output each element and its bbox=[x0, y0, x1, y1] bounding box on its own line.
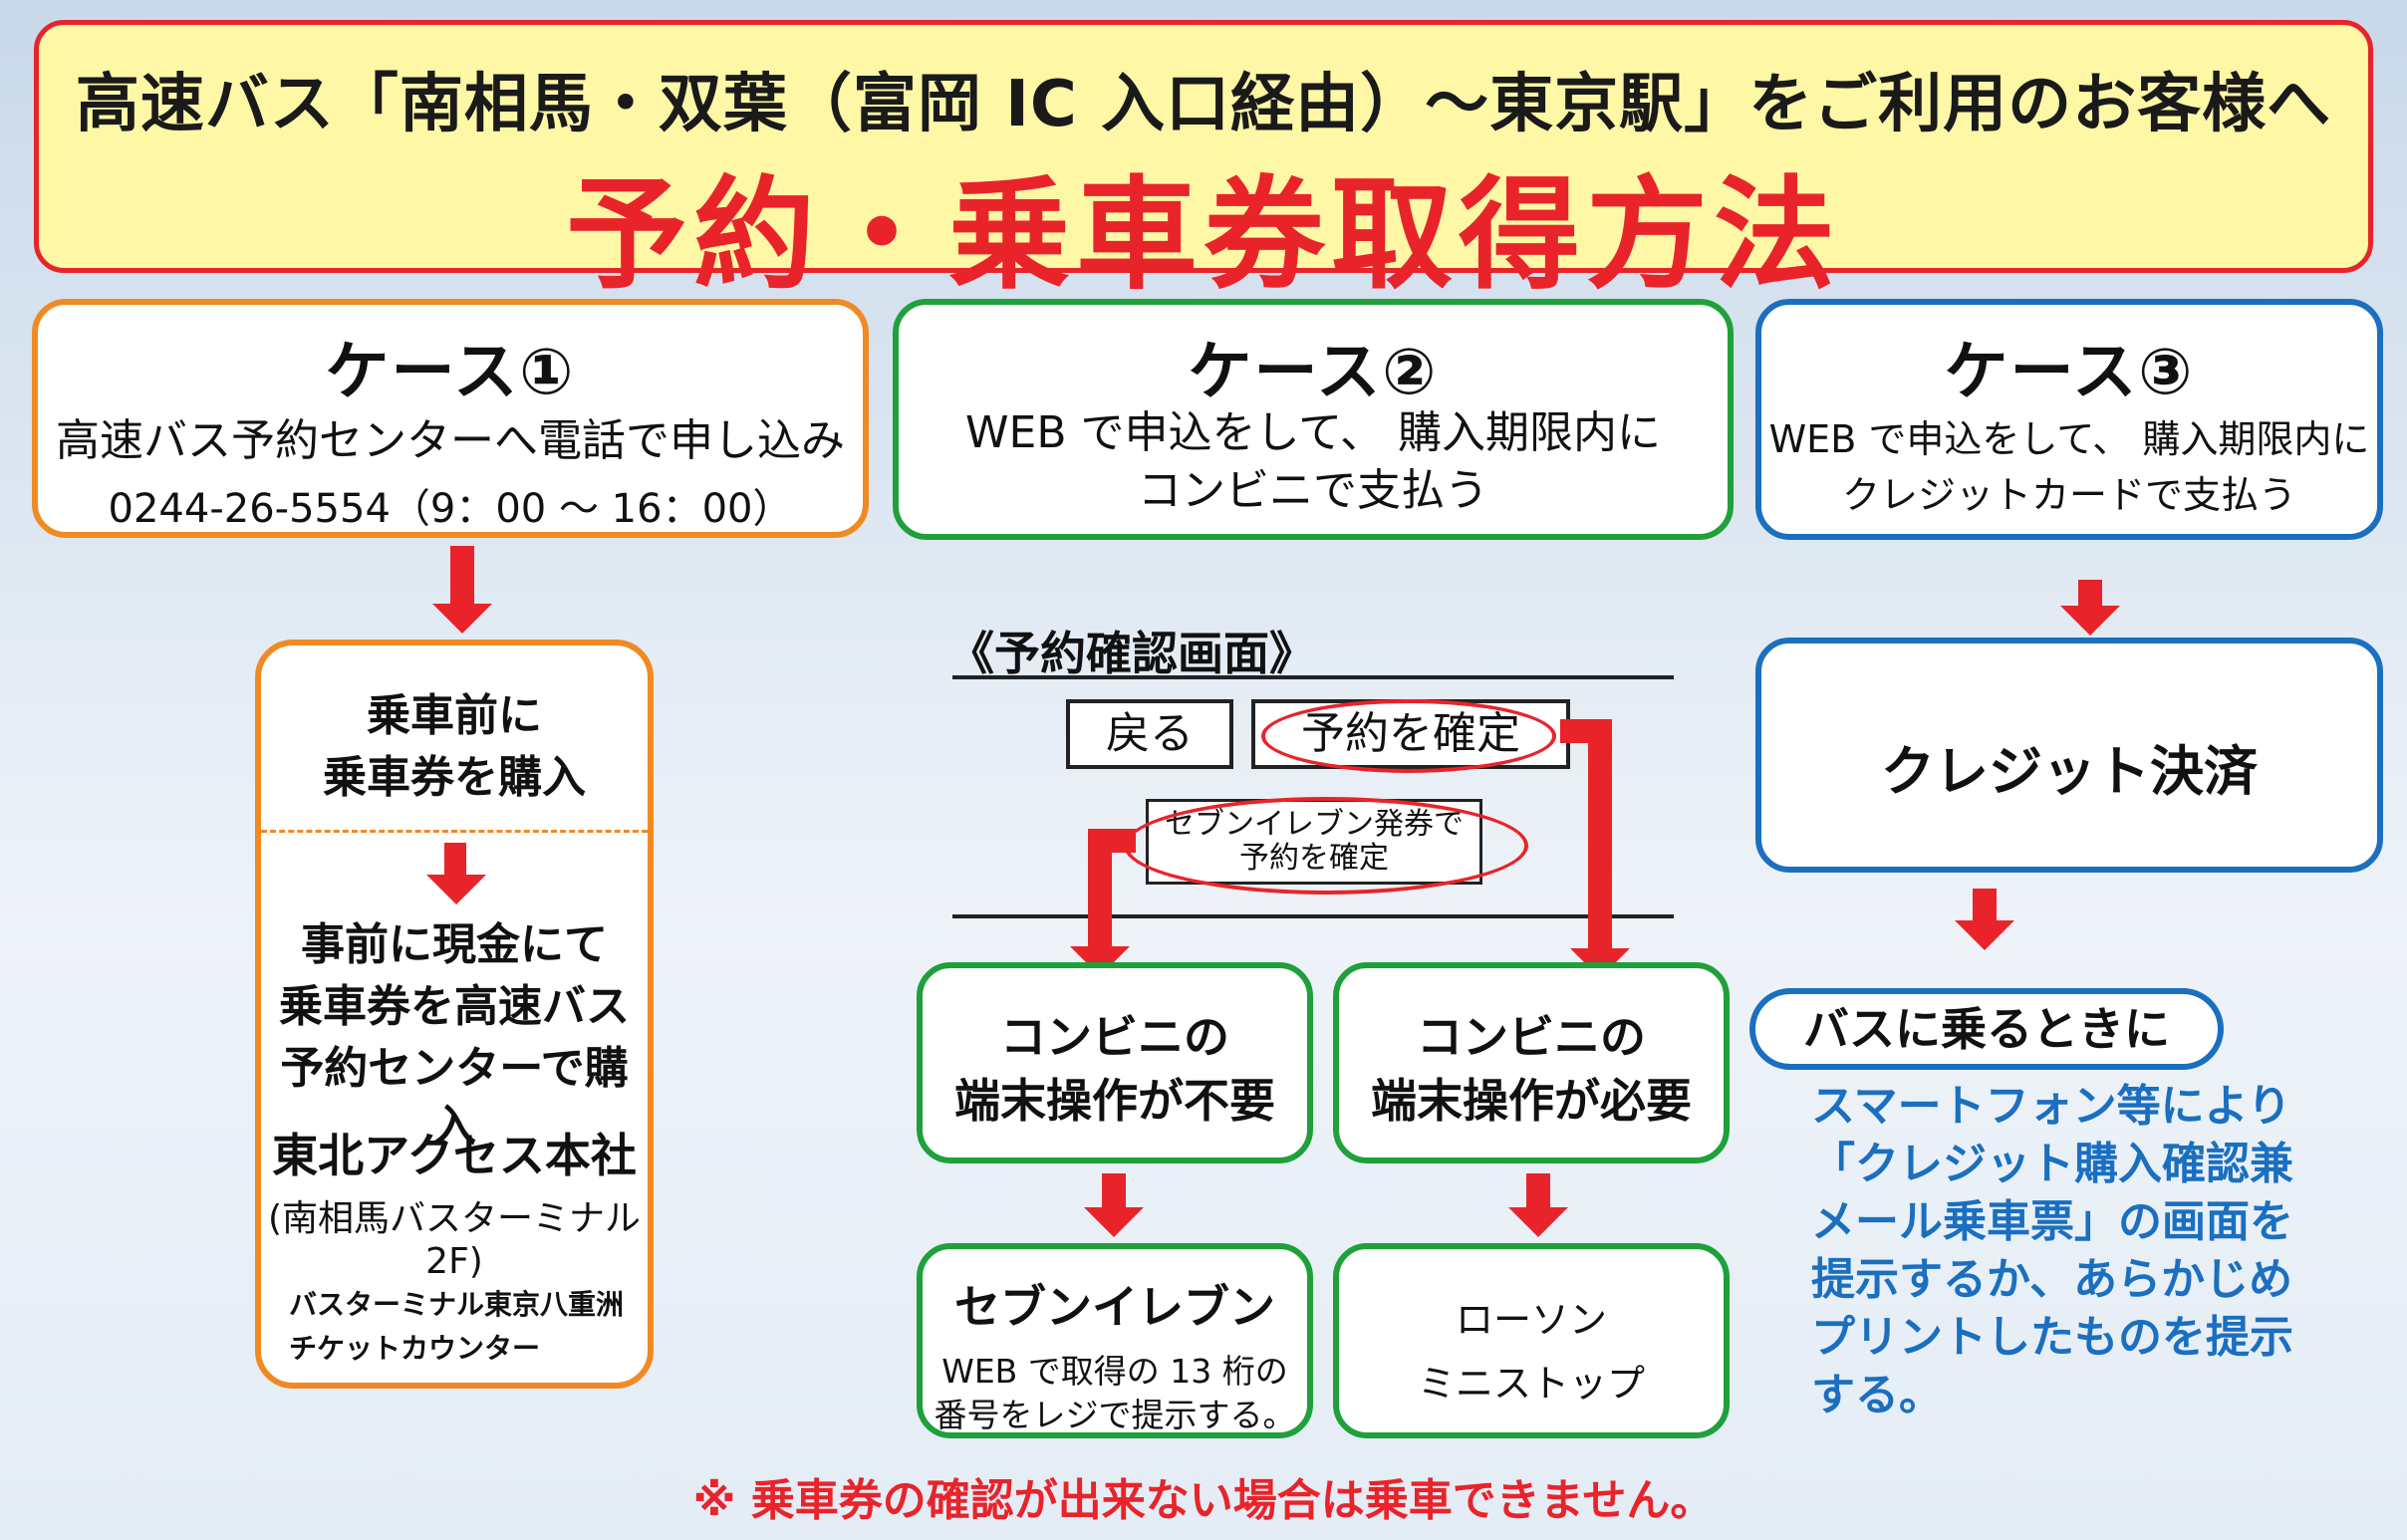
case2-line1: WEB で申込をして、 購入期限内に bbox=[965, 407, 1661, 458]
header-subtitle: 高速バス「南相馬・双葉（富岡 IC 入口経由）～東京駅」をご利用のお客様へ bbox=[75, 68, 2332, 141]
case1-arrow-1-shaft bbox=[450, 546, 474, 606]
confirm-highlight-ellipse bbox=[1261, 699, 1556, 773]
case2-terminal-box: コンビニの 端末操作が必要 bbox=[1333, 962, 1730, 1163]
case1-step2-line2: 乗車券を高速バス bbox=[279, 981, 630, 1032]
case1-counter-line2: チケットカウンター bbox=[289, 1332, 541, 1365]
case3-title: ケース③ bbox=[1944, 336, 2195, 409]
case1-step2-line3: 予約センターで購入 bbox=[280, 1043, 629, 1152]
lawson-ministop-box: ローソン ミニストップ bbox=[1333, 1243, 1730, 1438]
boarding-line4: 提示するか、あらかじめ bbox=[1811, 1254, 2293, 1305]
seven-eleven-title: セブンイレブン bbox=[954, 1280, 1275, 1334]
case2-screen-top-rule bbox=[952, 675, 1674, 679]
right-connector-v bbox=[1588, 719, 1612, 950]
case3-box: ケース③ WEB で申込をして、 購入期限内に クレジットカードで支払う bbox=[1755, 299, 2383, 540]
case1-steps-box: 乗車前に 乗車券を購入 事前に現金にて 乗車券を高速バス 予約センターで購入 東… bbox=[255, 640, 654, 1389]
case1-title: ケース① bbox=[325, 336, 576, 409]
seven-eleven-line1: WEB で取得の 13 桁の bbox=[941, 1352, 1288, 1391]
case2-right-down-shaft bbox=[1526, 1173, 1550, 1209]
case1-phone: 0244-26-5554（9：00 ～ 16：00） bbox=[108, 486, 793, 532]
boarding-line2: 「クレジット購入確認兼 bbox=[1811, 1139, 2293, 1189]
case1-description: 高速バス予約センターへ電話で申し込み bbox=[56, 415, 845, 466]
case1-office-name: 東北アクセス本社 bbox=[272, 1129, 637, 1182]
case1-step2-line1: 事前に現金にて bbox=[301, 919, 608, 970]
header-banner: 高速バス「南相馬・双葉（富岡 IC 入口経由）～東京駅」をご利用のお客様へ 予約… bbox=[34, 20, 2373, 306]
case3-arrow-2-head bbox=[1955, 920, 2014, 950]
seven-eleven-line2: 番号をレジで提示する。 bbox=[934, 1396, 1296, 1434]
case2-right-down-head bbox=[1508, 1207, 1568, 1237]
case1-box: ケース① 高速バス予約センターへ電話で申し込み 0244-26-5554（9：0… bbox=[32, 299, 869, 538]
back-button[interactable]: 戻る bbox=[1066, 699, 1233, 769]
case1-counter-line1: バスターミナル東京八重洲 bbox=[289, 1288, 625, 1321]
case1-step1-line2: 乗車券を購入 bbox=[323, 752, 586, 803]
left-connector-v bbox=[1088, 829, 1112, 948]
boarding-label: バスに乗るときに bbox=[1749, 988, 2224, 1070]
lawson-label: ローソン bbox=[1455, 1298, 1607, 1342]
case1-divider bbox=[261, 830, 648, 833]
case2-right-line1: コンビニの bbox=[1417, 1010, 1646, 1064]
case1-arrow-1-head bbox=[432, 604, 492, 634]
case2-box: ケース② WEB で申込をして、 購入期限内に コンビニで支払う bbox=[893, 299, 1734, 540]
case2-screen-bottom-rule bbox=[952, 914, 1674, 918]
case3-arrow-1-head bbox=[2060, 606, 2120, 636]
case3-arrow-1-shaft bbox=[2078, 580, 2102, 608]
case1-office-location: (南相馬バスターミナル 2F) bbox=[267, 1198, 642, 1282]
boarding-line6: する。 bbox=[1811, 1370, 1943, 1420]
ministop-label: ミニストップ bbox=[1417, 1362, 1645, 1406]
boarding-line1: スマートフォン等により bbox=[1811, 1081, 2291, 1132]
seven-eleven-box: セブンイレブン WEB で取得の 13 桁の 番号をレジで提示する。 bbox=[917, 1243, 1313, 1438]
case3-line1: WEB で申込をして、 購入期限内に bbox=[1768, 417, 2370, 461]
case2-left-line2: 端末操作が不要 bbox=[954, 1074, 1275, 1128]
case2-left-line1: コンビニの bbox=[1000, 1010, 1229, 1064]
boarding-line3: メール乗車票」の画面を bbox=[1811, 1196, 2293, 1247]
case2-left-down-head bbox=[1084, 1207, 1144, 1237]
credit-payment-label: クレジット決済 bbox=[1881, 740, 2258, 803]
seven-highlight-ellipse bbox=[1124, 797, 1528, 895]
case1-arrow-2-head bbox=[426, 875, 486, 904]
case2-screen-label: 《予約確認画面》 bbox=[948, 627, 1315, 680]
boarding-line5: プリントしたものを提示 bbox=[1811, 1312, 2293, 1363]
case2-left-down-shaft bbox=[1102, 1173, 1126, 1209]
case2-title: ケース② bbox=[1188, 336, 1439, 409]
case1-arrow-2-shaft bbox=[444, 843, 466, 877]
footer-warning: ※ 乗車券の確認が出来ない場合は乗車できません。 bbox=[692, 1475, 1715, 1526]
credit-payment-box: クレジット決済 bbox=[1755, 638, 2383, 873]
case1-step1-line1: 乗車前に bbox=[367, 690, 542, 741]
case2-right-line2: 端末操作が必要 bbox=[1371, 1074, 1692, 1128]
header-title: 予約・乗車券取得方法 bbox=[566, 164, 1841, 306]
case3-arrow-2-shaft bbox=[1973, 889, 1997, 922]
case3-line2: クレジットカードで支払う bbox=[1841, 473, 2296, 517]
case2-line2: コンビニで支払う bbox=[1138, 465, 1488, 516]
case2-no-terminal-box: コンビニの 端末操作が不要 bbox=[917, 962, 1313, 1163]
